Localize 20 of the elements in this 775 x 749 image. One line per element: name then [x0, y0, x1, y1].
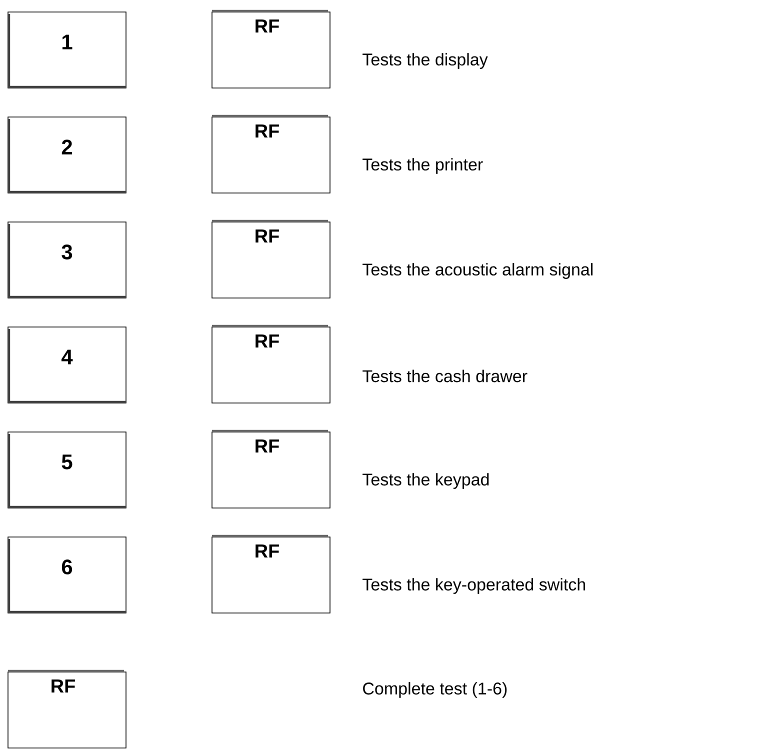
key-button: RF	[212, 324, 330, 404]
key-button: 4	[8, 326, 126, 404]
key-button: 2	[8, 116, 126, 194]
description-text: Tests the acoustic alarm signal	[362, 263, 593, 279]
description-text: Complete test (1-6)	[363, 682, 507, 698]
key-button: 1	[8, 12, 126, 88]
description-text: Tests the printer	[362, 158, 483, 174]
key-button: 3	[8, 222, 126, 298]
key-button: RF	[212, 220, 330, 298]
description-text: Tests the keypad	[362, 473, 489, 489]
key-button: RF	[212, 534, 330, 614]
key-button: RF	[212, 10, 330, 88]
key-button: RF	[212, 430, 330, 508]
key-button: 5	[8, 432, 126, 508]
key-button: RF	[8, 670, 126, 748]
key-button: RF	[212, 114, 330, 194]
description-text: Tests the cash drawer	[362, 370, 528, 382]
key-button: 6	[8, 536, 126, 614]
description-text: Tests the display	[362, 53, 488, 69]
description-text: Tests the key-operated switch	[362, 578, 585, 594]
